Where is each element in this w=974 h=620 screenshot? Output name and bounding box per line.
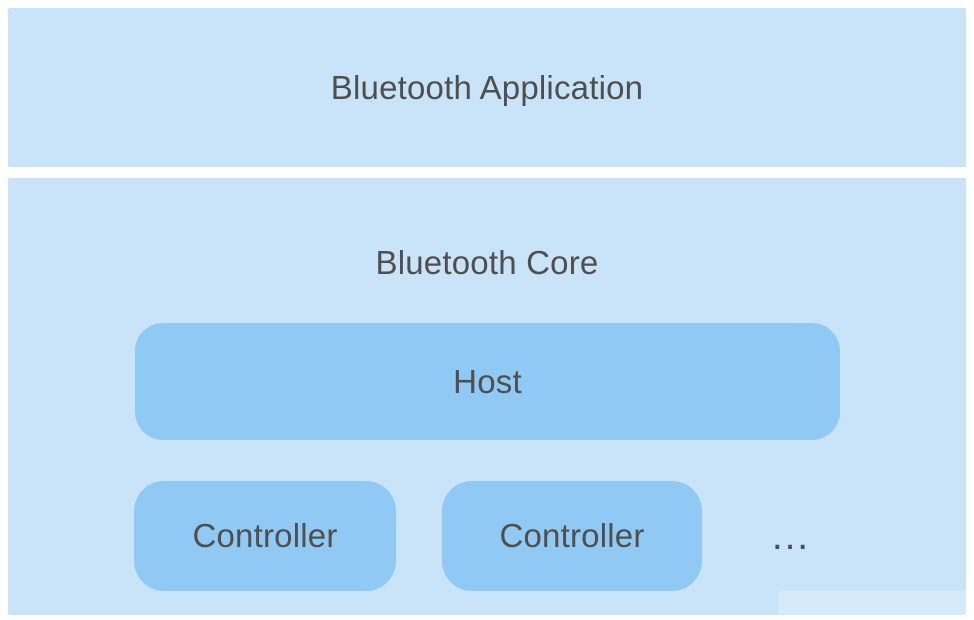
controller-block-1: Controller [134, 481, 396, 591]
bluetooth-core-layer: Bluetooth Core Host Controller Controlle… [8, 178, 970, 615]
controller-2-label: Controller [499, 517, 645, 554]
bluetooth-application-label: Bluetooth Application [330, 68, 644, 106]
controller-1-label: Controller [192, 517, 338, 554]
bluetooth-application-layer: Bluetooth Application [8, 8, 966, 167]
host-label: Host [453, 362, 522, 400]
bluetooth-core-label: Bluetooth Core [375, 244, 599, 281]
more-controllers-ellipsis: … [770, 513, 810, 558]
watermark [778, 591, 970, 615]
controller-block-2: Controller [442, 481, 702, 591]
host-block: Host [135, 323, 840, 440]
